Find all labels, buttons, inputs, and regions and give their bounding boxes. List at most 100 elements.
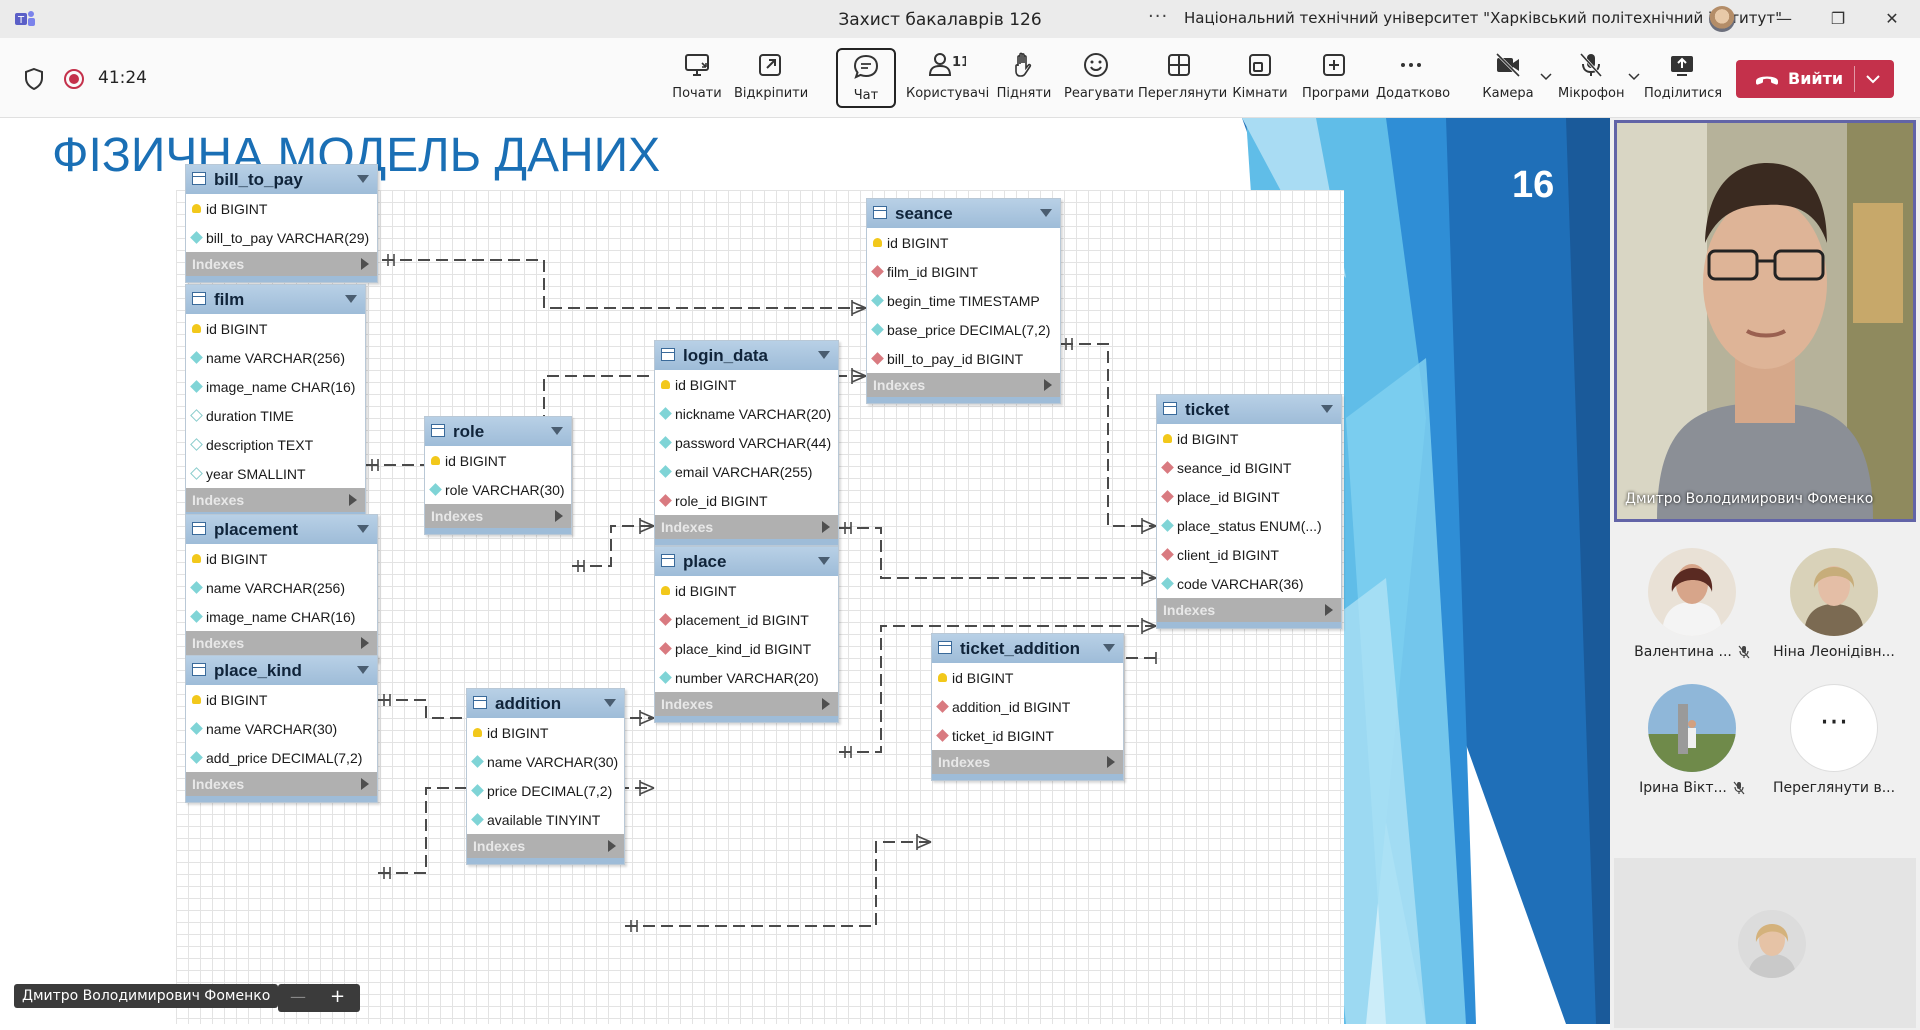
indexes-section[interactable]: Indexes [186, 631, 377, 655]
share-screen-icon [1671, 56, 1693, 76]
microphone-label: Мікрофон [1558, 86, 1625, 101]
collapse-arrow-icon[interactable] [357, 666, 369, 674]
zoom-out-button[interactable]: — [290, 987, 306, 1006]
table-icon [661, 554, 675, 567]
collapse-arrow-icon[interactable] [551, 427, 563, 435]
table-header[interactable]: addition [467, 689, 624, 718]
zoom-in-button[interactable]: + [330, 986, 346, 1007]
rooms-button[interactable]: Кімнати [1232, 48, 1288, 108]
view-button[interactable]: Переглянути [1138, 48, 1227, 108]
start-button[interactable]: Почати [666, 48, 728, 108]
table-footer [467, 858, 624, 864]
camera-chevron-down-icon[interactable] [1540, 72, 1552, 82]
table-header[interactable]: bill_to_pay [186, 165, 377, 194]
collapse-arrow-icon[interactable] [345, 295, 357, 303]
indexes-section[interactable]: Indexes [186, 772, 377, 796]
self-view-tile[interactable] [1614, 858, 1916, 1028]
table-header[interactable]: film [186, 285, 365, 314]
apps-button[interactable]: Програми [1302, 48, 1369, 108]
foreign-key-icon [659, 494, 672, 507]
participant-tile[interactable]: Ніна Леонідівн... [1764, 548, 1904, 660]
expand-arrow-icon[interactable] [1325, 604, 1333, 616]
column-row: role VARCHAR(30) [425, 475, 571, 504]
title-more-button[interactable]: ··· [1148, 6, 1169, 27]
presenter-video [1617, 123, 1913, 519]
microphone-button[interactable]: Мікрофон [1558, 48, 1640, 108]
collapse-arrow-icon[interactable] [604, 699, 616, 707]
indexes-section[interactable]: Indexes [932, 750, 1123, 774]
restore-button[interactable]: ❐ [1830, 9, 1846, 28]
indexes-section[interactable]: Indexes [867, 373, 1060, 397]
minimize-button[interactable]: — [1776, 9, 1792, 28]
expand-arrow-icon[interactable] [349, 494, 357, 506]
expand-arrow-icon[interactable] [1107, 756, 1115, 768]
expand-arrow-icon[interactable] [555, 510, 563, 522]
collapse-arrow-icon[interactable] [1103, 644, 1115, 652]
table-header[interactable]: role [425, 417, 571, 446]
column-name: role_id BIGINT [675, 493, 768, 509]
table-header[interactable]: placement [186, 515, 377, 544]
indexes-section[interactable]: Indexes [425, 504, 571, 528]
close-button[interactable]: ✕ [1885, 9, 1899, 28]
unpin-button[interactable]: Відкріпити [734, 48, 808, 108]
table-header[interactable]: login_data [655, 341, 838, 370]
expand-arrow-icon[interactable] [361, 778, 369, 790]
leave-chevron-down-icon[interactable] [1864, 70, 1882, 88]
view-all-participants[interactable]: ··· Переглянути в... [1764, 684, 1904, 796]
expand-arrow-icon[interactable] [822, 521, 830, 533]
collapse-arrow-icon[interactable] [357, 175, 369, 183]
expand-arrow-icon[interactable] [1044, 379, 1052, 391]
expand-arrow-icon[interactable] [608, 840, 616, 852]
indexes-section[interactable]: Indexes [655, 692, 838, 716]
more-actions-button[interactable]: Додатково [1376, 48, 1450, 108]
foreign-key-icon [1161, 461, 1174, 474]
expand-arrow-icon[interactable] [361, 637, 369, 649]
table-header[interactable]: place_kind [186, 656, 377, 685]
column-row: bill_to_pay_id BIGINT [867, 344, 1060, 373]
table-header[interactable]: ticket_addition [932, 634, 1123, 663]
shield-icon[interactable] [24, 68, 44, 90]
primary-key-icon [192, 204, 201, 213]
column-name: seance_id BIGINT [1177, 460, 1292, 476]
slide-number: 16 [1512, 164, 1555, 206]
column-row: id BIGINT [467, 718, 624, 747]
mic-chevron-down-icon[interactable] [1628, 72, 1640, 82]
camera-button[interactable]: Камера [1480, 48, 1552, 108]
chat-button[interactable]: Чат [836, 48, 896, 108]
collapse-arrow-icon[interactable] [818, 351, 830, 359]
spotlight-video-tile[interactable]: Дмитро Володимирович Фоменко [1614, 120, 1916, 522]
account-avatar[interactable] [1709, 6, 1735, 32]
participant-tile[interactable]: Валентина ... [1622, 548, 1762, 660]
column-name: place_id BIGINT [1177, 489, 1280, 505]
leave-button[interactable]: Вийти [1736, 60, 1894, 98]
table-header[interactable]: seance [867, 199, 1060, 228]
table-header[interactable]: place [655, 547, 838, 576]
collapse-arrow-icon[interactable] [1040, 209, 1052, 217]
title-bar: T Захист бакалаврів 126 ··· Національний… [0, 0, 1920, 38]
collapse-arrow-icon[interactable] [818, 557, 830, 565]
react-button[interactable]: Реагувати [1064, 48, 1134, 108]
table-icon [192, 522, 206, 535]
share-button[interactable]: Поділитися [1644, 48, 1722, 108]
expand-arrow-icon[interactable] [822, 698, 830, 710]
indexes-section[interactable]: Indexes [186, 252, 377, 276]
expand-arrow-icon[interactable] [361, 258, 369, 270]
more-participants-button[interactable]: ··· [1790, 684, 1878, 772]
indexes-section[interactable]: Indexes [1157, 598, 1341, 622]
column-icon [190, 610, 203, 623]
table-header[interactable]: ticket [1157, 395, 1341, 424]
users-button[interactable]: 11 Користувачі [906, 48, 989, 108]
collapse-arrow-icon[interactable] [357, 525, 369, 533]
column-row: id BIGINT [867, 228, 1060, 257]
organization-name[interactable]: Національний технічний університет "Харк… [1184, 9, 1783, 27]
collapse-arrow-icon[interactable] [1321, 405, 1333, 413]
column-row: bill_to_pay VARCHAR(29) [186, 223, 377, 252]
column-row: id BIGINT [186, 314, 365, 343]
raise-hand-button[interactable]: Підняти [996, 48, 1052, 108]
column-row: place_status ENUM(...) [1157, 511, 1341, 540]
participant-tile[interactable]: Ірина Вікт... [1622, 684, 1762, 796]
indexes-section[interactable]: Indexes [186, 488, 365, 512]
indexes-section[interactable]: Indexes [655, 515, 838, 539]
indexes-section[interactable]: Indexes [467, 834, 624, 858]
